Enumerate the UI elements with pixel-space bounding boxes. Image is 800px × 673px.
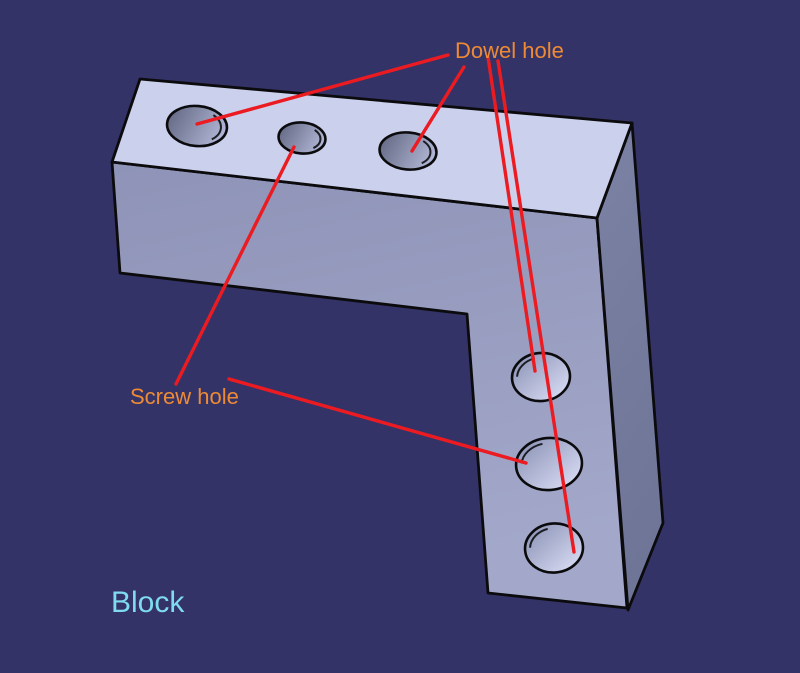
dowel-hole-front-bottom[interactable] [523, 521, 585, 575]
label-part-name[interactable]: Block [111, 586, 185, 619]
hole-wall-edge [172, 108, 222, 144]
hole-wall-edge [384, 135, 432, 167]
block-part[interactable] [110, 77, 665, 612]
leader-screw-to-front-middle-hole[interactable] [227, 377, 528, 465]
dowel-hole-top-right[interactable] [378, 130, 438, 172]
screw-hole-top-middle[interactable] [277, 121, 327, 156]
leader-dowel-to-top-left-hole[interactable] [195, 53, 450, 126]
label-screw-hole[interactable]: Screw hole [130, 384, 239, 409]
leader-screw-to-top-middle-hole[interactable] [174, 145, 296, 386]
leader-dowel-to-front-top-hole[interactable] [486, 55, 537, 373]
hole-wall-edge [282, 124, 322, 152]
leader-dowel-to-top-right-hole[interactable] [410, 65, 466, 153]
screw-hole-front-middle[interactable] [514, 435, 584, 493]
dowel-hole-front-top[interactable] [510, 351, 572, 404]
block-face-top[interactable] [110, 77, 634, 220]
dowel-hole-top-left[interactable] [165, 103, 229, 148]
annotation-leaders [174, 53, 576, 554]
leader-dowel-to-front-bottom-hole[interactable] [496, 59, 576, 554]
label-dowel-hole[interactable]: Dowel hole [455, 38, 564, 63]
